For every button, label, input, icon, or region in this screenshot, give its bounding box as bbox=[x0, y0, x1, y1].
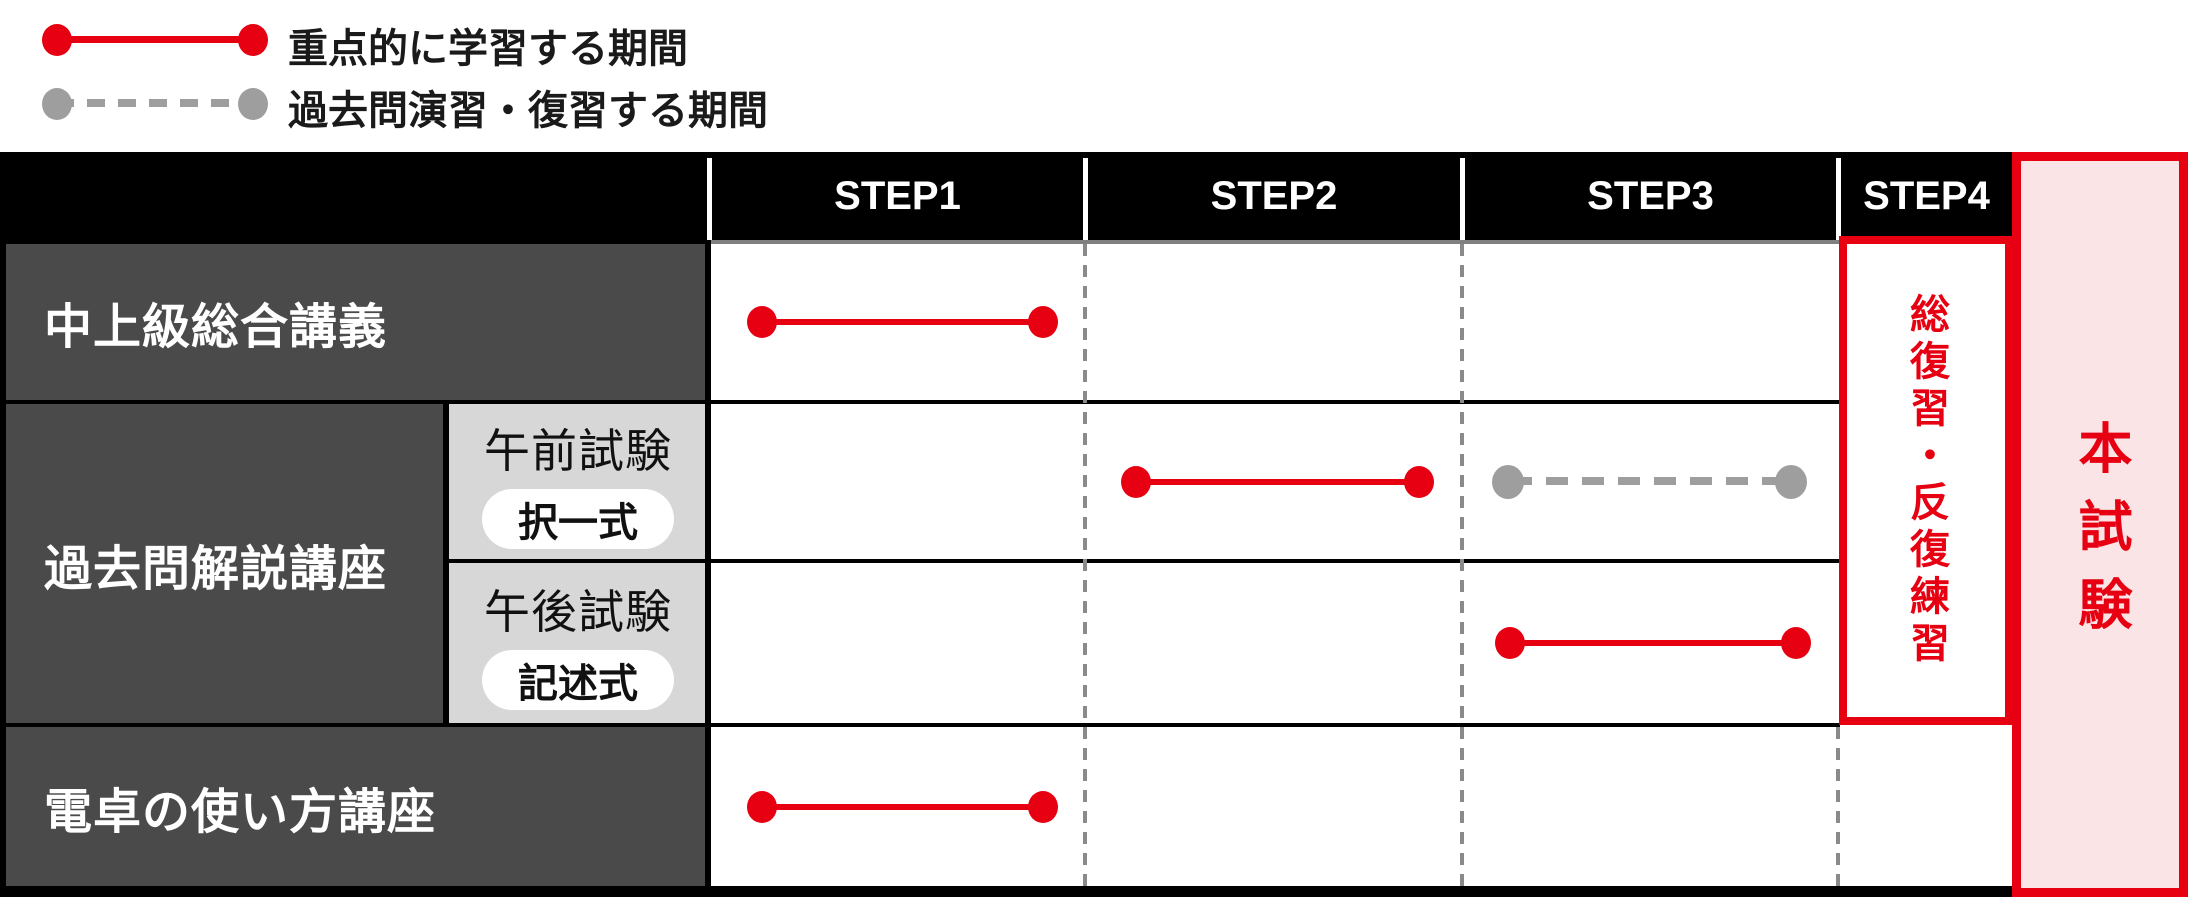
legend-solid-dot-right-icon bbox=[238, 24, 268, 56]
legend-label-intensive-study: 重点的に学習する期間 bbox=[288, 27, 688, 71]
row-label-kakomon-kaisetsu-koza: 過去問解説講座 bbox=[6, 404, 443, 723]
subrow-label-gogo-shiken: 午後試験 記述式 bbox=[449, 563, 707, 723]
bar-segment bbox=[1136, 479, 1419, 485]
subrow-divider bbox=[443, 559, 1840, 563]
header-step2: STEP2 bbox=[1210, 174, 1338, 218]
row-label-dentaku-koza: 電卓の使い方講座 bbox=[6, 727, 707, 886]
header-divider bbox=[1836, 158, 1841, 240]
badge-kijutsushiki: 記述式 bbox=[482, 650, 674, 710]
row-label-chujokyu-sogo-kogi: 中上級総合講義 bbox=[6, 244, 707, 400]
row-label-text: 過去問解説講座 bbox=[44, 542, 388, 596]
header-divider bbox=[1460, 158, 1465, 240]
bar-solid-row3-step1 bbox=[747, 791, 1058, 823]
row-label-text: 電卓の使い方講座 bbox=[44, 785, 437, 839]
label-body-divider bbox=[705, 240, 711, 886]
bar-solid-row2a-step2 bbox=[1121, 466, 1434, 498]
bar-solid-row2b-step3 bbox=[1495, 627, 1811, 659]
table-left-border bbox=[0, 240, 6, 897]
header-step4: STEP4 bbox=[1863, 174, 1990, 218]
bar-segment bbox=[1510, 477, 1789, 485]
header-divider bbox=[707, 158, 712, 240]
subrow-title: 午後試験 bbox=[484, 586, 672, 638]
bar-dot-icon bbox=[1028, 791, 1058, 823]
legend: 重点的に学習する期間 過去問演習・復習する期間 bbox=[0, 0, 900, 140]
header-body-separator bbox=[711, 240, 1840, 244]
bar-dashed-row2a-step3 bbox=[1492, 465, 1807, 499]
label-sublabel-divider bbox=[443, 404, 449, 723]
final-exam-column: 本試験 bbox=[2012, 152, 2188, 897]
bar-segment bbox=[762, 319, 1043, 325]
header-step1: STEP1 bbox=[834, 174, 961, 218]
table-bottom-border bbox=[0, 886, 2012, 897]
subrow-title: 午前試験 bbox=[484, 424, 672, 477]
legend-dashed-segment bbox=[56, 99, 254, 107]
row-label-text: 中上級総合講義 bbox=[44, 301, 388, 354]
legend-dashed-line-icon bbox=[42, 86, 268, 120]
bar-dot-icon bbox=[1775, 465, 1807, 499]
bar-dot-icon bbox=[1028, 306, 1058, 338]
legend-solid-line-icon bbox=[42, 22, 268, 56]
legend-label-past-exam-review: 過去問演習・復習する期間 bbox=[288, 89, 768, 133]
step4-review-text: 総復習・反復練習 bbox=[1904, 292, 1948, 669]
row-divider bbox=[0, 400, 1840, 404]
badge-text: 記述式 bbox=[518, 662, 638, 706]
legend-dashed-dot-right-icon bbox=[238, 88, 268, 120]
badge-text: 択一式 bbox=[518, 500, 638, 545]
column-divider-dashed-step3-step4 bbox=[1836, 727, 1840, 886]
bar-solid-row1-step1 bbox=[747, 306, 1058, 338]
bar-dot-icon bbox=[1404, 466, 1434, 498]
header-divider bbox=[1083, 158, 1088, 240]
badge-takuitsushiki: 択一式 bbox=[482, 488, 674, 549]
bar-segment bbox=[762, 804, 1043, 810]
table-header-bar bbox=[0, 152, 2012, 240]
final-exam-text: 本試験 bbox=[2070, 419, 2130, 654]
subrow-label-gozen-shiken: 午前試験 択一式 bbox=[449, 404, 707, 559]
header-row-separator bbox=[0, 240, 711, 244]
header-step3: STEP3 bbox=[1587, 174, 1714, 218]
row-divider bbox=[0, 723, 1840, 727]
step4-review-box: 総復習・反復練習 bbox=[1839, 236, 2013, 725]
column-divider-dashed-step2-step3 bbox=[1460, 244, 1464, 886]
column-divider-dashed-step1-step2 bbox=[1083, 244, 1087, 886]
bar-dot-icon bbox=[1781, 627, 1811, 659]
bar-segment bbox=[1510, 640, 1796, 646]
legend-solid-segment bbox=[56, 36, 254, 43]
